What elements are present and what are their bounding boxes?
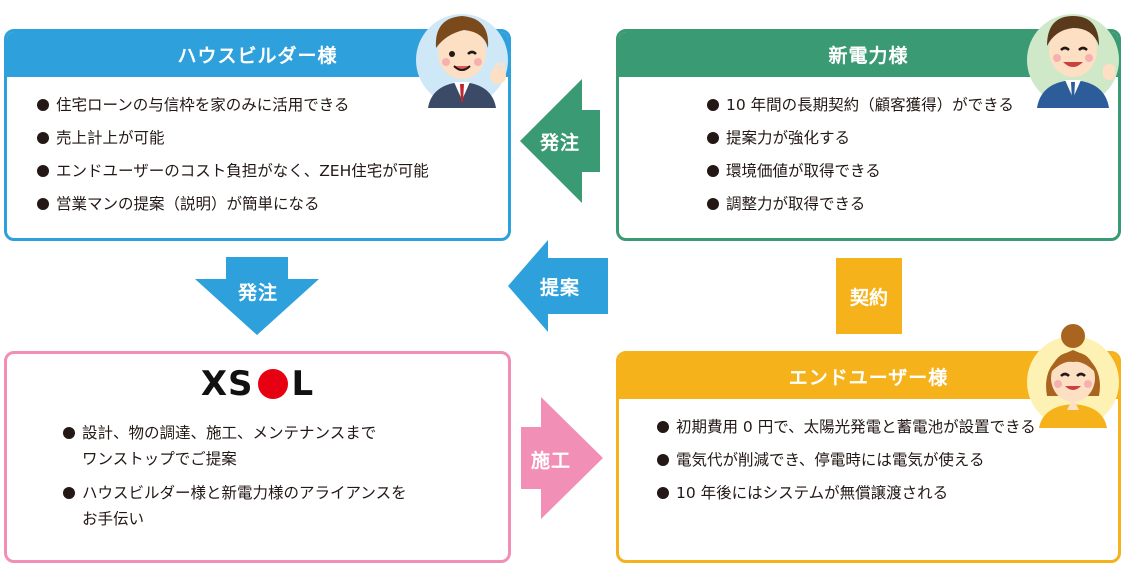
xsol-list: 設計、物の調達、施工、メンテナンスまで ワンストップでご提案 ハウスビルダー様と… — [7, 414, 508, 532]
contract-label: 契約 — [849, 286, 888, 309]
businessman-avatar-icon — [1027, 14, 1119, 108]
bullet-icon — [707, 198, 719, 210]
bullet-icon — [707, 99, 719, 111]
order-down-label: 発注 — [238, 282, 279, 304]
arrow-left-icon — [508, 240, 608, 332]
list-item: 売上計上が可能 — [37, 122, 508, 155]
list-item: 電気代が削減でき、停電時には電気が使える — [657, 444, 1118, 477]
arrow-down-icon — [195, 257, 319, 335]
list-item: 10 年後にはシステムが無償譲渡される — [657, 477, 1118, 510]
red-circle-icon — [257, 369, 288, 399]
end-user-avatar — [1025, 322, 1121, 432]
list-item: 環境価値が取得できる — [707, 155, 1118, 188]
proposal-arrow: 提案 — [508, 240, 608, 332]
woman-avatar-icon — [1027, 324, 1119, 428]
list-item-continuation: ワンストップでご提案 — [82, 450, 237, 468]
contract-box: 契約 — [836, 258, 902, 334]
order-top-label: 発注 — [540, 132, 581, 154]
new-power-list: 10 年間の長期契約（顧客獲得）ができる 提案力が強化する 環境価値が取得できる… — [619, 77, 1118, 221]
bullet-icon — [657, 487, 669, 499]
order-arrow-left: 発注 — [520, 79, 600, 203]
list-item-continuation: お手伝い — [82, 510, 145, 528]
proposal-label: 提案 — [540, 277, 581, 299]
construction-arrow: 施工 — [521, 397, 603, 519]
end-user-list: 初期費用 0 円で、太陽光発電と蓄電池が設置できる 電気代が削減でき、停電時には… — [619, 399, 1118, 510]
list-item: 初期費用 0 円で、太陽光発電と蓄電池が設置できる — [657, 411, 1118, 444]
arrow-left-icon — [520, 79, 600, 203]
arrow-right-icon — [521, 397, 603, 519]
construction-label: 施工 — [531, 450, 572, 472]
list-item: 10 年間の長期契約（顧客獲得）ができる — [707, 89, 1118, 122]
bullet-icon — [707, 165, 719, 177]
list-item: 住宅ローンの与信枠を家のみに活用できる — [37, 89, 508, 122]
bullet-icon — [707, 132, 719, 144]
bullet-icon — [37, 198, 49, 210]
list-item: 調整力が取得できる — [707, 188, 1118, 221]
bullet-icon — [657, 454, 669, 466]
bullet-icon — [63, 487, 75, 499]
order-arrow-down: 発注 — [195, 257, 319, 335]
house-builder-avatar — [414, 4, 510, 112]
list-item: ハウスビルダー様と新電力様のアライアンスを — [63, 480, 508, 506]
house-builder-list: 住宅ローンの与信枠を家のみに活用できる 売上計上が可能 エンドユーザーのコスト負… — [7, 77, 508, 221]
bullet-icon — [37, 165, 49, 177]
list-item: 営業マンの提案（説明）が簡単になる — [37, 188, 508, 221]
businessman-avatar-icon — [416, 14, 508, 108]
bullet-icon — [37, 99, 49, 111]
bullet-icon — [657, 421, 669, 433]
list-item: 提案力が強化する — [707, 122, 1118, 155]
new-power-avatar — [1025, 4, 1121, 112]
list-item: エンドユーザーのコスト負担がなく、ZEH住宅が可能 — [37, 155, 508, 188]
list-item: 設計、物の調達、施工、メンテナンスまで — [63, 420, 508, 446]
bullet-icon — [63, 427, 75, 439]
bullet-icon — [37, 132, 49, 144]
